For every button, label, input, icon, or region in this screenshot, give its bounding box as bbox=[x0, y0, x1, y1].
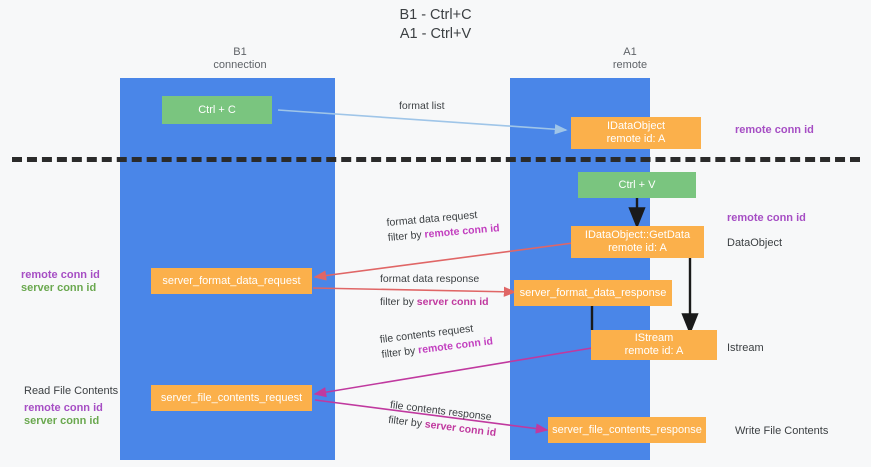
edge-label-format-list: format list bbox=[399, 100, 445, 112]
label-left-remote-conn-id: remote conn id bbox=[21, 269, 100, 281]
label-left-remote-conn-id-2: remote conn id bbox=[24, 402, 103, 414]
label-remote-conn-id-top: remote conn id bbox=[735, 124, 814, 136]
node-server-format-data-request[interactable]: server_format_data_request bbox=[151, 268, 312, 294]
node-ctrl-v[interactable]: Ctrl + V bbox=[578, 172, 696, 198]
column-header-a1: A1 remote bbox=[612, 46, 648, 71]
column-header-b1: B1 connection bbox=[213, 46, 267, 71]
filter-prefix: filter by bbox=[387, 413, 426, 431]
filter-prefix: filter by bbox=[380, 344, 419, 361]
node-server-file-contents-response[interactable]: server_file_contents_response bbox=[548, 417, 706, 443]
node-server-format-data-response[interactable]: server_format_data_response bbox=[514, 280, 672, 306]
section-divider bbox=[12, 157, 860, 162]
label-dataobject: DataObject bbox=[727, 237, 783, 249]
page-title: B1 - Ctrl+C A1 - Ctrl+V bbox=[399, 7, 472, 42]
filter-prefix: filter by bbox=[387, 228, 426, 244]
label-read-file-contents: Read File Contents bbox=[24, 385, 119, 397]
node-idataobject[interactable]: IDataObject remote id: A bbox=[571, 117, 701, 149]
label-remote-conn-id-mid: remote conn id bbox=[727, 212, 806, 224]
node-idataobject-getdata[interactable]: IDataObject::GetData remote id: A bbox=[571, 226, 704, 258]
filter-value: server conn id bbox=[416, 296, 489, 308]
node-istream[interactable]: IStream remote id: A bbox=[591, 330, 717, 360]
node-server-file-contents-request[interactable]: server_file_contents_request bbox=[151, 385, 312, 411]
edge-label-format-data-response: format data response bbox=[380, 273, 480, 285]
label-istream: Istream bbox=[727, 342, 764, 354]
edge-label-format-data-response-filter: filter by server conn id bbox=[380, 295, 489, 310]
label-left-server-conn-id: server conn id bbox=[21, 282, 97, 294]
node-ctrl-c[interactable]: Ctrl + C bbox=[162, 96, 272, 124]
label-left-server-conn-id-2: server conn id bbox=[24, 415, 100, 427]
filter-prefix: filter by bbox=[380, 296, 417, 308]
label-write-file-contents: Write File Contents bbox=[735, 425, 829, 437]
